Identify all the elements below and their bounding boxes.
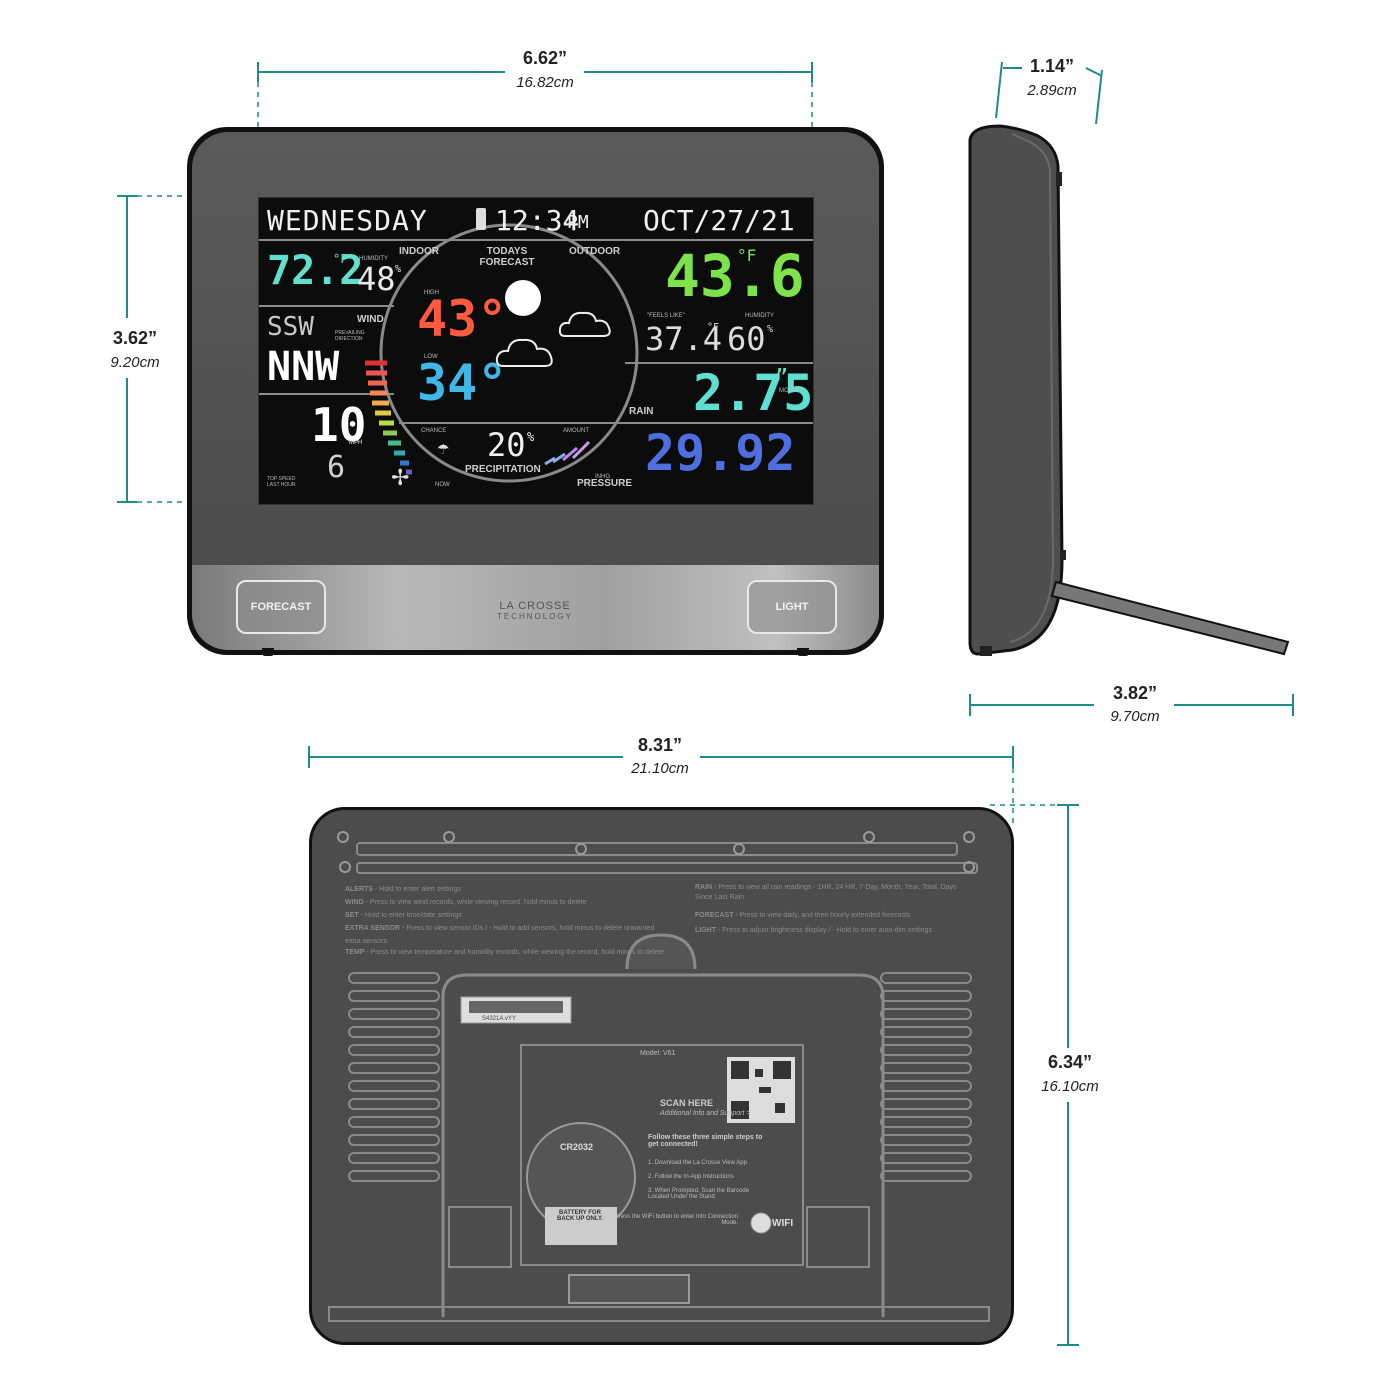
wifi-button-label[interactable]: WIFI (772, 1218, 794, 1229)
barcode-label: S4321A.vYY (482, 1016, 517, 1022)
cloud-icon-large (495, 338, 553, 367)
battery-type: CR2032 (560, 1142, 594, 1152)
wind-speed: 10 (311, 398, 367, 452)
instruction-temp: TEMP - Press to view temperature and hum… (345, 949, 665, 956)
instruction-extra-sensor: EXTRA SENSOR - Press to view sensor IDs … (345, 925, 655, 945)
rain-unit: ” (775, 366, 789, 391)
rain-value: 2.75 (693, 364, 814, 422)
top-speed: 6 (327, 450, 346, 485)
pressure-label: PRESSURE (577, 478, 633, 489)
todays-forecast-label: TODAYS FORECAST (479, 246, 535, 268)
step-2: 2. Follow the In-App Instructions (648, 1174, 734, 1180)
side-view-device (968, 124, 1290, 656)
back-view-device (309, 807, 1014, 1345)
feels-like: 37.4 (645, 320, 723, 358)
feels-like-unit: °F (707, 322, 720, 333)
back-panel-details (328, 831, 990, 1322)
outdoor-temp: 43.6 (665, 242, 805, 310)
instruction-forecast: FORECAST - Press to view daily, and then… (695, 912, 911, 919)
lcd-screen: WEDNESDAY 12:34 PM OCT/27/21 INDOOR TODA… (258, 197, 814, 505)
instruction-wind: WIND - Press to view wind records, while… (345, 899, 587, 906)
wifi-status-icon (476, 208, 486, 230)
low-label: LOW (424, 354, 438, 360)
precip-value: 20 (487, 426, 526, 464)
back-width-inches: 8.31” (637, 735, 683, 755)
indoor-humidity: 48 (357, 260, 396, 298)
back-height-cm: 16.10cm (1041, 1078, 1099, 1095)
foot-left (262, 648, 274, 656)
high-label: HIGH (424, 290, 439, 296)
outdoor-label: OUTDOOR (569, 246, 621, 257)
indoor-label: INDOOR (399, 246, 439, 257)
side-stand-cm: 9.70cm (1110, 708, 1160, 725)
step-1: 1. Download the La Crosse View App (648, 1160, 747, 1166)
precip-unit: % (527, 430, 535, 444)
low-temp: 34° (417, 354, 508, 412)
front-width-cm: 16.82cm (516, 74, 574, 91)
instruction-alerts: ALERTS - Hold to enter alert settings (345, 886, 461, 893)
back-width-cm: 21.10cm (631, 760, 689, 777)
back-height-inches: 6.34” (1047, 1052, 1093, 1072)
lcd-separators (259, 223, 813, 483)
outdoor-humidity-unit: % (767, 324, 774, 335)
battery-note: BATTERY FOR BACK UP ONLY. (556, 1210, 603, 1222)
pressure-unit: INHG (595, 474, 610, 480)
wind-direction: NNW (267, 344, 340, 390)
indoor-temp: 72.2 (267, 248, 364, 294)
outdoor-temp-unit: °F (737, 246, 757, 265)
foot-right (797, 648, 809, 656)
outdoor-humidity-label: HUMIDITY (745, 313, 774, 319)
precip-label: PRECIPITATION (465, 464, 541, 475)
prevailing-direction-label: PREVAILING DIRECTION (335, 330, 365, 342)
date-display: OCT/27/21 (643, 204, 795, 237)
front-height-inches: 3.62” (112, 328, 158, 348)
instruction-light: LIGHT - Press to adjust brightness displ… (695, 927, 932, 934)
top-speed-label: TOP SPEED LAST HOUR (267, 476, 296, 488)
indoor-temp-unit: °F (333, 252, 348, 266)
side-depth-cm: 2.89cm (1027, 82, 1077, 99)
light-button[interactable]: LIGHT (747, 580, 837, 634)
brand-logo-line1: LA CROSSE (499, 600, 571, 612)
fan-icon: ✢ (391, 466, 410, 491)
feels-like-label: "FEELS LIKE" (647, 313, 685, 319)
now-label: NOW (435, 482, 450, 488)
rain-period: MONTH (779, 388, 801, 394)
high-temp: 43° (417, 290, 508, 348)
indoor-humidity-unit: % (395, 264, 402, 275)
wind-speed-unit: MPH (349, 440, 363, 446)
rain-label: RAIN (629, 406, 654, 417)
indoor-humidity-label: HUMIDITY (359, 256, 388, 262)
scan-here-sub: Additional Info and Support > (660, 1110, 751, 1117)
amount-label: AMOUNT (563, 428, 589, 434)
side-stand-inches: 3.82” (1112, 683, 1158, 703)
wind-speed-gauge (365, 360, 412, 475)
forecast-button[interactable]: FORECAST (236, 580, 326, 634)
time-suffix: PM (567, 212, 589, 233)
cloud-icon-small (558, 311, 611, 337)
side-depth-inches: 1.14” (1029, 56, 1075, 76)
wifi-instructions: Press the WiFi button to enter Info Conn… (614, 1214, 738, 1226)
chance-label: CHANCE (421, 428, 447, 434)
scan-here-label: SCAN HERE (660, 1098, 714, 1108)
outdoor-humidity: 60 (727, 320, 766, 358)
precip-amount-gauge (544, 440, 591, 466)
day-display: WEDNESDAY (267, 204, 428, 237)
brand-logo-line2: TECHNOLOGY (496, 612, 573, 621)
back-instructions-right: RAIN - Press to view all rain readings -… (695, 883, 975, 936)
instruction-rain: RAIN - Press to view all rain readings -… (695, 884, 957, 901)
umbrella-icon: ☂ (437, 442, 450, 458)
wind-label: WIND (357, 314, 384, 325)
time-display: 12:34 (495, 204, 580, 237)
step-3: 3. When Prompted, Scan the Barcode Locat… (648, 1188, 750, 1200)
prevailing-direction: SSW (267, 312, 314, 342)
front-width-inches: 6.62” (522, 48, 568, 68)
pressure-value: 29.92 (645, 424, 796, 482)
front-height-cm: 9.20cm (110, 354, 160, 371)
steps-title: Follow these three simple steps to get c… (648, 1134, 763, 1148)
model-number: Model: V61 (640, 1050, 676, 1057)
side-vents (348, 972, 972, 1182)
back-instructions-left: ALERTS - Hold to enter alert settings WI… (345, 883, 675, 958)
instruction-set: SET - Hold to enter time/date settings (345, 912, 462, 919)
sun-icon (505, 280, 541, 316)
